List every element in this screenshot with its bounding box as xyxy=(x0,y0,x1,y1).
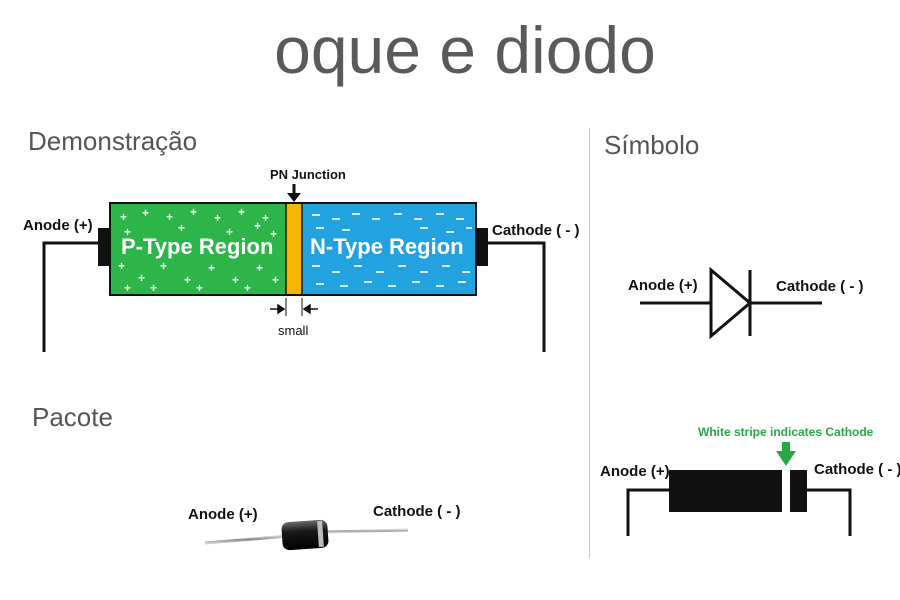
package-cathode-label: Cathode ( - ) xyxy=(373,503,461,520)
svg-text:+: + xyxy=(124,281,131,295)
svg-text:+: + xyxy=(178,221,185,235)
hole-markers: +++++++ +++++ ++++++++ ++++ xyxy=(118,205,279,295)
stripe-cathode-lead xyxy=(807,488,852,536)
stripe-anode-lead xyxy=(626,488,669,536)
svg-text:+: + xyxy=(256,261,263,275)
cathode-contact xyxy=(476,228,488,266)
small-label: small xyxy=(278,323,309,338)
svg-text:+: + xyxy=(142,206,149,220)
stripe-body xyxy=(669,470,782,512)
section-label-symbol: Símbolo xyxy=(604,130,700,160)
anode-lead xyxy=(42,241,100,352)
n-type-region xyxy=(302,203,476,295)
pn-diode-demo: +++++++ +++++ ++++++++ ++++ xyxy=(42,184,546,352)
green-arrow-icon xyxy=(776,442,796,466)
svg-text:+: + xyxy=(160,259,167,273)
svg-text:+: + xyxy=(270,227,277,241)
page-title: oque e diodo xyxy=(274,13,656,87)
small-width-arrows-icon xyxy=(270,298,318,316)
svg-text:+: + xyxy=(120,210,127,224)
package-lead-right xyxy=(324,528,409,534)
svg-text:+: + xyxy=(196,281,203,295)
svg-text:+: + xyxy=(254,219,261,233)
svg-text:+: + xyxy=(166,210,173,224)
n-type-region-label: N-Type Region xyxy=(310,234,464,259)
stripe-body-end xyxy=(790,470,807,512)
cathode-lead xyxy=(488,241,546,352)
diode-package xyxy=(204,519,409,551)
svg-text:+: + xyxy=(262,211,269,225)
pn-junction-label: PN Junction xyxy=(270,167,346,182)
section-divider xyxy=(589,128,590,558)
package-body xyxy=(281,519,329,551)
package-cathode-band xyxy=(317,520,324,548)
svg-text:+: + xyxy=(272,273,279,287)
demo-cathode-label: Cathode ( - ) xyxy=(492,222,580,239)
p-type-region-label: P-Type Region xyxy=(121,234,274,259)
package-lead-left xyxy=(204,534,286,545)
svg-text:+: + xyxy=(124,225,131,239)
junction-arrow-icon xyxy=(287,184,301,202)
svg-text:+: + xyxy=(118,259,125,273)
svg-text:+: + xyxy=(138,271,145,285)
svg-text:+: + xyxy=(226,225,233,239)
svg-text:+: + xyxy=(244,281,251,295)
svg-text:+: + xyxy=(184,273,191,287)
svg-text:+: + xyxy=(190,205,197,219)
diode-symbol xyxy=(640,266,822,340)
cathode-stripe xyxy=(782,470,790,512)
symbol-cathode-label: Cathode ( - ) xyxy=(776,278,864,295)
demo-anode-label: Anode (+) xyxy=(23,217,93,234)
symbol-anode-label: Anode (+) xyxy=(628,277,698,294)
anode-contact xyxy=(98,228,110,266)
svg-text:+: + xyxy=(208,261,215,275)
p-type-region xyxy=(110,203,286,295)
stripe-diagram xyxy=(626,442,852,536)
section-label-demonstration: Demonstração xyxy=(28,126,198,156)
stripe-anode-label: Anode (+) xyxy=(600,463,670,480)
stripe-cathode-label: Cathode ( - ) xyxy=(814,461,900,478)
svg-text:+: + xyxy=(150,281,157,295)
section-label-package: Pacote xyxy=(32,402,113,432)
diode-triangle-icon xyxy=(709,266,753,340)
cathode-stripe-note: White stripe indicates Cathode xyxy=(698,425,874,439)
svg-text:+: + xyxy=(238,205,245,219)
pn-junction xyxy=(286,203,302,295)
svg-text:+: + xyxy=(232,273,239,287)
diode-outline xyxy=(109,202,477,296)
svg-text:+: + xyxy=(214,211,221,225)
package-anode-label: Anode (+) xyxy=(188,506,258,523)
electron-markers xyxy=(312,213,472,287)
